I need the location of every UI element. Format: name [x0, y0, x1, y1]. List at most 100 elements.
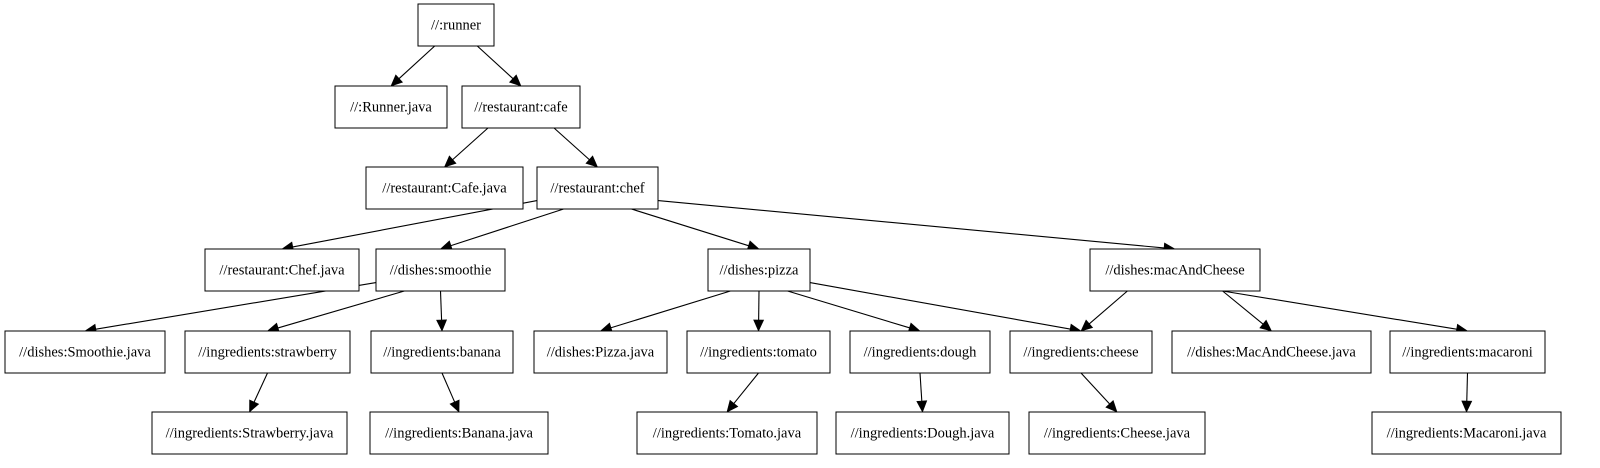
graph-node-label: //restaurant:Cafe.java	[382, 180, 507, 196]
graph-node-label: //ingredients:Cheese.java	[1044, 425, 1191, 441]
graph-node-label: //ingredients:Macaroni.java	[1387, 425, 1547, 441]
graph-node-box[interactable]	[1009, 330, 1153, 374]
graph-node-label: //ingredients:banana	[383, 344, 501, 360]
graph-node-label: //:Runner.java	[350, 99, 432, 115]
graph-edge	[476, 45, 514, 79]
graph-node-box[interactable]	[536, 166, 659, 210]
graph-node-box[interactable]	[461, 85, 581, 129]
graph-node-label: //restaurant:chef	[550, 180, 644, 196]
graph-node-box[interactable]	[370, 330, 514, 374]
graph-edge-arrowhead	[1080, 319, 1094, 332]
graph-node-runner_java[interactable]: //:Runner.java	[334, 85, 448, 129]
graph-node-label: //ingredients:cheese	[1023, 344, 1138, 360]
graph-node-tomato_java[interactable]: //ingredients:Tomato.java	[636, 411, 818, 455]
graph-edge	[610, 290, 731, 329]
graph-node-box[interactable]	[636, 411, 818, 455]
graph-edge	[809, 282, 1071, 330]
graph-node-box[interactable]	[334, 85, 448, 129]
graph-node-label: //ingredients:Dough.java	[851, 425, 995, 441]
graph-node-macandcheese_java[interactable]: //dishes:MacAndCheese.java	[1171, 330, 1372, 374]
graph-node-box[interactable]	[849, 330, 991, 374]
graph-node-box[interactable]	[375, 248, 506, 292]
graph-node-label: //dishes:macAndCheese	[1105, 262, 1244, 278]
graph-node-strawberry_java[interactable]: //ingredients:Strawberry.java	[151, 411, 348, 455]
graph-edge-arrowhead	[726, 399, 739, 413]
graph-edge	[657, 200, 1165, 249]
graph-node-label: //ingredients:dough	[864, 344, 978, 360]
graph-edge-arrowhead	[249, 399, 260, 413]
graph-node-box[interactable]	[151, 411, 348, 455]
graph-node-box[interactable]	[4, 330, 166, 374]
graph-node-ing_banana[interactable]: //ingredients:banana	[370, 330, 514, 374]
graph-node-box[interactable]	[184, 330, 351, 374]
graph-node-box[interactable]	[1028, 411, 1206, 455]
graph-edge	[919, 372, 923, 402]
graph-edge-arrowhead	[508, 74, 522, 87]
graph-node-dishes_smoothie[interactable]: //dishes:smoothie	[375, 248, 506, 292]
nodes-layer: //:runner //:Runner.java //restaurant:cafe…	[4, 3, 1562, 455]
graph-node-chef_java[interactable]: //restaurant:Chef.java	[204, 248, 360, 292]
graph-node-box[interactable]	[1389, 330, 1546, 374]
graph-edge	[398, 45, 436, 79]
graph-node-label: //ingredients:Banana.java	[385, 425, 533, 441]
graph-edge	[1088, 290, 1128, 325]
graph-node-restaurant_chef[interactable]: //restaurant:chef	[536, 166, 659, 210]
graph-node-box[interactable]	[204, 248, 360, 292]
graph-node-label: //dishes:MacAndCheese.java	[1187, 344, 1356, 360]
graph-node-ing_strawberry[interactable]: //ingredients:strawberry	[184, 330, 351, 374]
graph-edge	[733, 372, 759, 404]
graph-node-box[interactable]	[686, 330, 831, 374]
graph-node-dishes_macandcheese[interactable]: //dishes:macAndCheese	[1089, 248, 1261, 292]
graph-node-label: //restaurant:Chef.java	[219, 262, 345, 278]
graph-node-label: //dishes:Pizza.java	[547, 344, 655, 360]
graph-edge	[1222, 290, 1457, 330]
graph-edge	[631, 208, 749, 247]
graph-node-label: //ingredients:macaroni	[1402, 344, 1532, 360]
graph-node-ing_cheese[interactable]: //ingredients:cheese	[1009, 330, 1153, 374]
graph-edge-arrowhead	[753, 319, 765, 332]
graph-node-cheese_java[interactable]: //ingredients:Cheese.java	[1028, 411, 1206, 455]
graph-edge-arrowhead	[1461, 400, 1473, 413]
graph-node-box[interactable]	[707, 248, 811, 292]
graph-node-dishes_pizza[interactable]: //dishes:pizza	[707, 248, 811, 292]
graph-edge	[253, 372, 268, 403]
graph-node-box[interactable]	[835, 411, 1010, 455]
graph-node-box[interactable]	[1171, 330, 1372, 374]
graph-node-label: //ingredients:Tomato.java	[653, 425, 802, 441]
graph-node-pizza_java[interactable]: //dishes:Pizza.java	[533, 330, 668, 374]
graph-node-smoothie_java[interactable]: //dishes:Smoothie.java	[4, 330, 166, 374]
graph-node-box[interactable]	[533, 330, 668, 374]
graph-node-cafe_java[interactable]: //restaurant:Cafe.java	[365, 166, 524, 210]
graph-node-label: //dishes:smoothie	[390, 262, 492, 278]
graph-node-macaroni_java[interactable]: //ingredients:Macaroni.java	[1371, 411, 1562, 455]
graph-edge-arrowhead	[1259, 319, 1273, 332]
graph-node-box[interactable]	[369, 411, 549, 455]
graph-node-label: //ingredients:tomato	[700, 344, 817, 360]
graph-node-dough_java[interactable]: //ingredients:Dough.java	[835, 411, 1010, 455]
graph-edge	[1466, 372, 1469, 402]
graph-edge	[1222, 290, 1264, 325]
graph-node-ing_macaroni[interactable]: //ingredients:macaroni	[1389, 330, 1546, 374]
graph-node-box[interactable]	[365, 166, 524, 210]
graph-edge-arrowhead	[443, 155, 457, 168]
graph-node-box[interactable]	[1089, 248, 1261, 292]
graph-edge-arrowhead	[1105, 399, 1118, 413]
graph-edge	[553, 127, 590, 161]
graph-edge-arrowhead	[449, 399, 460, 413]
graph-edge	[1080, 372, 1110, 405]
graph-edge	[452, 127, 489, 161]
graph-node-label: //dishes:pizza	[720, 262, 799, 278]
graph-node-box[interactable]	[417, 3, 495, 47]
graph-edge	[787, 290, 910, 329]
graph-node-banana_java[interactable]: //ingredients:Banana.java	[369, 411, 549, 455]
graph-node-restaurant_cafe[interactable]: //restaurant:cafe	[461, 85, 581, 129]
graph-node-label: //ingredients:strawberry	[198, 344, 337, 360]
graph-edge	[277, 290, 405, 329]
graph-edge-arrowhead	[436, 319, 448, 332]
graph-node-ing_tomato[interactable]: //ingredients:tomato	[686, 330, 831, 374]
graph-node-ing_dough[interactable]: //ingredients:dough	[849, 330, 991, 374]
graph-node-runner[interactable]: //:runner	[417, 3, 495, 47]
graph-edge-arrowhead	[916, 400, 928, 413]
graph-node-box[interactable]	[1371, 411, 1562, 455]
